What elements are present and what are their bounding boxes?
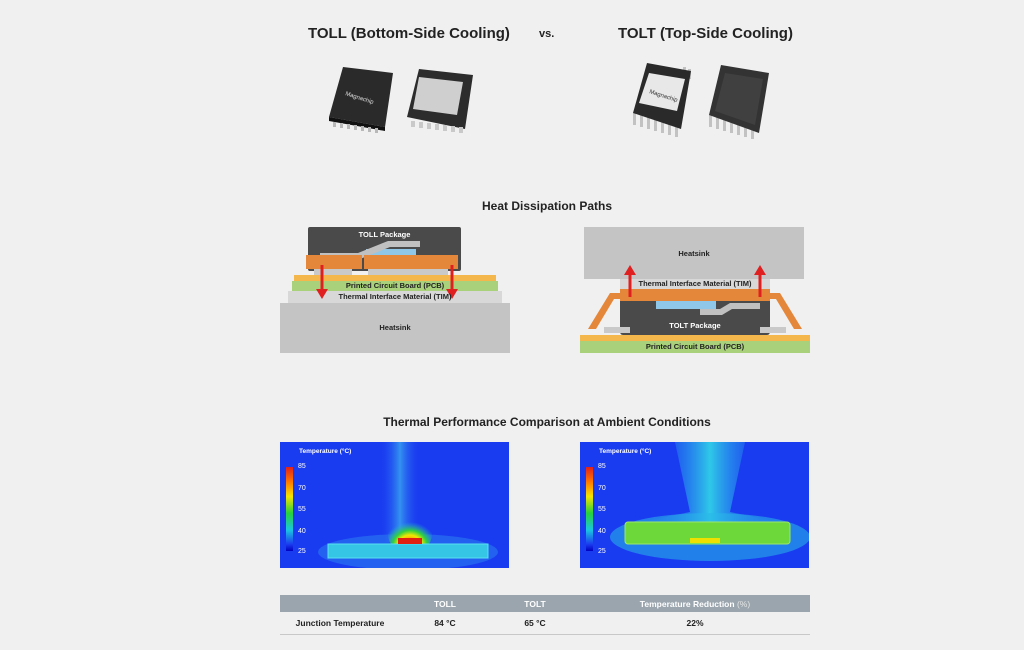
tolt-tick-55: 55 xyxy=(598,506,606,513)
tolt-package-label: TOLT Package xyxy=(669,321,721,330)
toll-heat-diagram: TOLL Package Printed Circuit Board (PCB)… xyxy=(280,225,510,353)
table-header-toll: TOLL xyxy=(400,595,490,612)
toll-tick-70: 70 xyxy=(298,485,306,492)
tolt-heat-diagram: Heatsink Thermal Interface Material (TIM… xyxy=(580,225,810,355)
reduction-unit: (%) xyxy=(736,598,751,609)
toll-chip-bottom xyxy=(407,69,473,133)
table-header-blank xyxy=(280,595,400,612)
comparison-table: TOLL TOLT Temperature Reduction (%) Junc… xyxy=(280,595,810,635)
tolt-tick-40: 40 xyxy=(598,528,606,535)
toll-thermal-map: Temperature (°C) 85 70 55 40 25 xyxy=(280,442,509,568)
reduction-label: Temperature Reduction xyxy=(639,598,735,609)
table-header-row: TOLL TOLT Temperature Reduction (%) xyxy=(280,595,810,612)
tolt-legend-title: Temperature (°C) xyxy=(599,448,652,455)
toll-chip-images: Magnachip xyxy=(329,67,473,133)
reduction-value: 22% xyxy=(580,612,810,635)
toll-tick-85: 85 xyxy=(298,463,306,470)
tolt-pcb-label: Printed Circuit Board (PCB) xyxy=(645,342,745,351)
tolt-chip-bottom xyxy=(709,65,769,139)
table-header-reduction: Temperature Reduction (%) xyxy=(580,595,810,612)
toll-package-label: TOLL Package xyxy=(358,230,411,239)
tolt-thermal-map: Temperature (°C) 85 70 55 40 25 xyxy=(580,442,809,568)
toll-legend-bar xyxy=(286,467,293,551)
tolt-chip-images: Magnachip xyxy=(633,63,769,139)
toll-chip-top: Magnachip xyxy=(329,67,393,133)
toll-legend-title: Temperature (°C) xyxy=(299,448,352,455)
thermal-title: Thermal Performance Comparison at Ambien… xyxy=(383,415,711,429)
toll-tim-label: Thermal Interface Material (TIM) xyxy=(338,292,452,301)
table-header-tolt: TOLT xyxy=(490,595,580,612)
tolt-heatsink-label: Heatsink xyxy=(678,249,710,258)
toll-title: TOLL (Bottom-Side Cooling) xyxy=(308,25,510,42)
toll-tick-55: 55 xyxy=(298,506,306,513)
toll-tick-40: 40 xyxy=(298,528,306,535)
toll-value: 84 °C xyxy=(400,612,490,635)
table-row: Junction Temperature 84 °C 65 °C 22% xyxy=(280,612,810,635)
row-label: Junction Temperature xyxy=(280,612,400,635)
tolt-tim-label: Thermal Interface Material (TIM) xyxy=(638,279,752,288)
tolt-title: TOLT (Top-Side Cooling) xyxy=(618,25,793,42)
tolt-legend-bar xyxy=(586,467,593,551)
tolt-tick-85: 85 xyxy=(598,463,606,470)
tolt-chip-top: Magnachip xyxy=(633,63,691,137)
vs-label: vs. xyxy=(539,28,555,40)
toll-pcb-label: Printed Circuit Board (PCB) xyxy=(345,281,445,290)
tolt-tick-25: 25 xyxy=(598,548,606,555)
tolt-value: 65 °C xyxy=(490,612,580,635)
tolt-tick-70: 70 xyxy=(598,485,606,492)
toll-heatsink-label: Heatsink xyxy=(379,323,411,332)
heat-paths-title: Heat Dissipation Paths xyxy=(481,199,613,213)
toll-tick-25: 25 xyxy=(298,548,306,555)
